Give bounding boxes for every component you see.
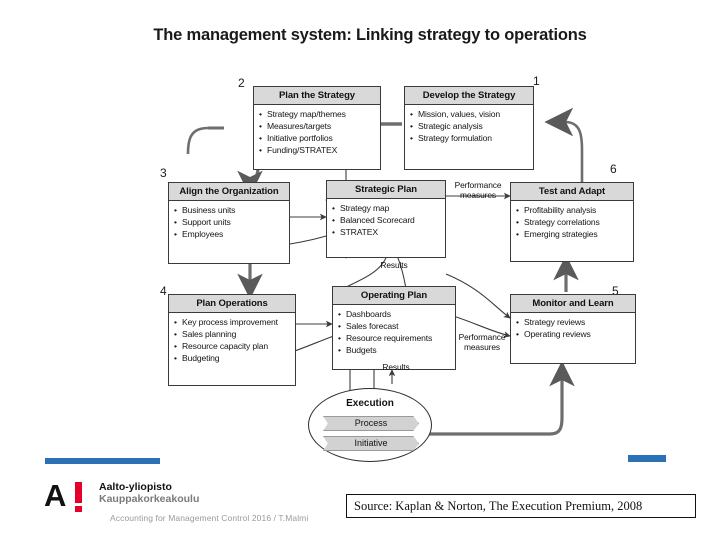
list-item: Strategy correlations [516,217,630,228]
step-number-3: 3 [160,166,167,180]
box-items: Profitability analysis Strategy correlat… [511,201,633,244]
execution-title: Execution [346,398,394,409]
list-item: Initiative portfolios [259,133,377,144]
step-number-1: 1 [533,74,540,88]
list-item: Operating reviews [516,329,632,340]
source-citation: Source: Kaplan & Norton, The Execution P… [346,494,696,518]
list-item: Dashboards [338,309,452,320]
list-item: Employees [174,229,286,240]
execution-oval[interactable]: Execution Process Initiative [308,388,432,462]
box-plan-operations[interactable]: Plan Operations Key process improvement … [168,294,296,386]
box-title: Develop the Strategy [405,87,533,105]
box-develop-the-strategy[interactable]: Develop the Strategy Mission, values, vi… [404,86,534,170]
list-item: Balanced Scorecard [332,215,442,226]
box-title: Align the Organization [169,183,289,201]
aalto-logo: A Aalto-yliopisto Kauppakorkeakoulu [44,480,324,520]
list-item: Strategy map [332,203,442,214]
list-item: Strategy reviews [516,317,632,328]
box-items: Strategy map Balanced Scorecard STRATEX [327,199,445,242]
accent-rule-left [45,458,160,464]
edge-label-text: Results [382,362,410,372]
list-item: Key process improvement [174,317,292,328]
box-test-and-adapt[interactable]: Test and Adapt Profitability analysis St… [510,182,634,262]
box-items: Mission, values, vision Strategic analys… [405,105,533,148]
execution-chevron-process[interactable]: Process [323,416,419,431]
management-system-diagram: 2 1 3 6 4 5 Plan the Strategy Strategy m… [150,62,690,472]
box-items: Key process improvement Sales planning R… [169,313,295,368]
list-item: Measures/targets [259,121,377,132]
list-item: Resource requirements [338,333,452,344]
logo-line2: Kauppakorkeakoulu [99,493,200,505]
logo-letter-a: A [44,478,67,513]
list-item: Strategy map/themes [259,109,377,120]
edge-label-results-bottom: Results [374,362,418,372]
list-item: Sales planning [174,329,292,340]
list-item: Support units [174,217,286,228]
edge-label-performance-measures-bottom: Performance measures [450,332,514,352]
box-items: Strategy reviews Operating reviews [511,313,635,344]
edge-label-results-top: Results [372,260,416,270]
box-items: Business units Support units Employees [169,201,289,244]
page-title: The management system: Linking strategy … [153,26,587,44]
logo-line1: Aalto-yliopisto [99,481,172,493]
box-title: Test and Adapt [511,183,633,201]
edge-label-line1: Performance [458,332,506,342]
list-item: Resource capacity plan [174,341,292,352]
box-align-the-organization[interactable]: Align the Organization Business units Su… [168,182,290,264]
edge-label-line1: Performance [454,180,502,190]
logo-exclamation-dot-icon [75,506,82,512]
box-title: Operating Plan [333,287,455,305]
list-item: Strategic analysis [410,121,530,132]
box-strategic-plan[interactable]: Strategic Plan Strategy map Balanced Sco… [326,180,446,258]
step-number-4: 4 [160,284,167,298]
list-item: Budgets [338,345,452,356]
list-item: STRATEX [332,227,442,238]
edge-label-line2: measures [460,190,496,200]
logo-exclamation-icon [75,482,82,503]
box-title: Plan Operations [169,295,295,313]
list-item: Profitability analysis [516,205,630,216]
execution-chevron-initiative[interactable]: Initiative [323,436,419,451]
list-item: Mission, values, vision [410,109,530,120]
edge-label-performance-measures-top: Performance measures [446,180,510,200]
step-number-5: 5 [612,284,619,298]
list-item: Strategy formulation [410,133,530,144]
list-item: Funding/STRATEX [259,145,377,156]
list-item: Sales forecast [338,321,452,332]
list-item: Business units [174,205,286,216]
step-number-2: 2 [238,76,245,90]
box-title: Plan the Strategy [254,87,380,105]
edge-label-text: Results [380,260,408,270]
chevron-label: Initiative [354,438,388,448]
footer-note: Accounting for Management Control 2016 /… [110,513,309,523]
chevron-label: Process [354,418,388,428]
box-plan-the-strategy[interactable]: Plan the Strategy Strategy map/themes Me… [253,86,381,170]
list-item: Budgeting [174,353,292,364]
box-title: Monitor and Learn [511,295,635,313]
accent-rule-right [628,455,666,462]
box-monitor-and-learn[interactable]: Monitor and Learn Strategy reviews Opera… [510,294,636,364]
list-item: Emerging strategies [516,229,630,240]
box-title: Strategic Plan [327,181,445,199]
step-number-6: 6 [610,162,617,176]
edge-label-line2: measures [464,342,500,352]
box-items: Dashboards Sales forecast Resource requi… [333,305,455,360]
box-items: Strategy map/themes Measures/targets Ini… [254,105,380,160]
box-operating-plan[interactable]: Operating Plan Dashboards Sales forecast… [332,286,456,370]
